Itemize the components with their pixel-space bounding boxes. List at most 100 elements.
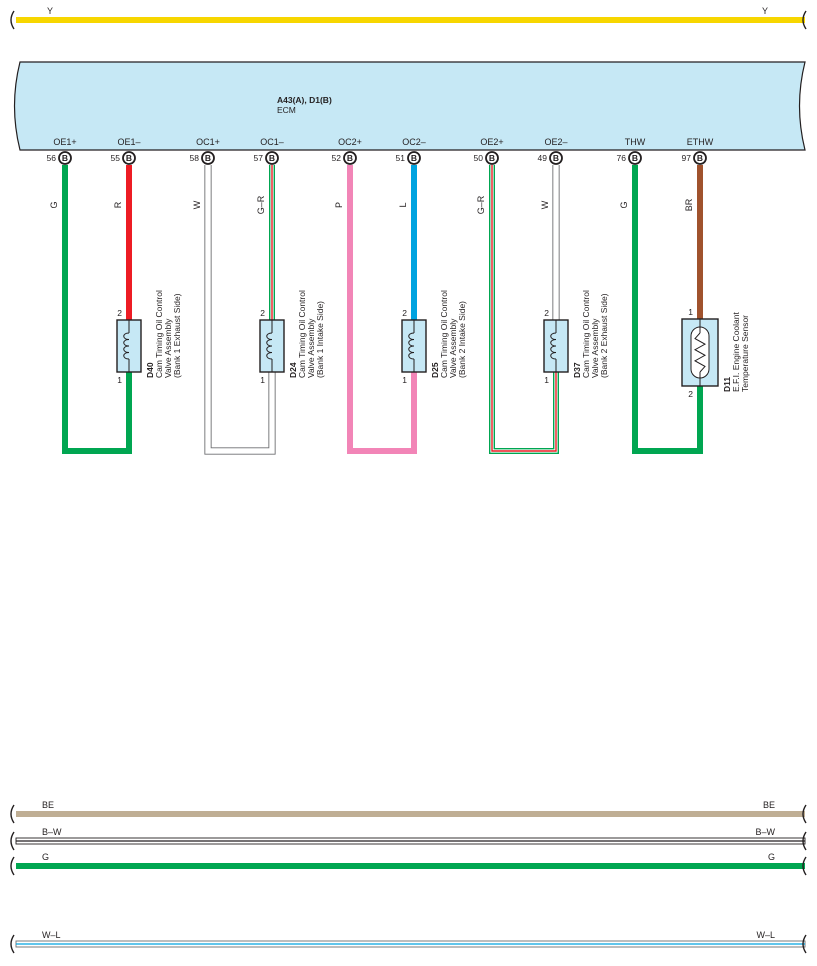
wire-code-label: BR bbox=[684, 198, 694, 211]
terminal-connector-label: B bbox=[269, 153, 275, 163]
terminal-connector-icon bbox=[549, 151, 563, 165]
wire-code-label: W bbox=[540, 200, 550, 209]
bus-label-right: B–W bbox=[755, 827, 775, 837]
terminal-connector-label: B bbox=[62, 153, 68, 163]
component-pin-top: 2 bbox=[117, 308, 122, 318]
break-mark-left bbox=[10, 804, 15, 824]
wire-code-label: G–R bbox=[256, 195, 266, 214]
terminal-connector-icon bbox=[343, 151, 357, 165]
terminal-pin: 55 bbox=[111, 153, 121, 163]
terminal-pin: 58 bbox=[190, 153, 200, 163]
terminal-name: OE2– bbox=[544, 137, 567, 147]
terminal-name: THW bbox=[625, 137, 646, 147]
ecm-body bbox=[13, 61, 806, 151]
terminal-pin: 97 bbox=[682, 153, 692, 163]
ecm-terminal: OC1– 57 B bbox=[254, 137, 284, 165]
terminal-name: OE2+ bbox=[480, 137, 503, 147]
coil-icon bbox=[408, 332, 415, 360]
terminal-pin: 51 bbox=[396, 153, 406, 163]
component-desc-line: (Bank 1 Intake Side) bbox=[315, 301, 325, 378]
terminal-connector-icon bbox=[122, 151, 136, 165]
wire-8 bbox=[632, 165, 703, 454]
wire-code-label: L bbox=[398, 202, 408, 207]
ecm-title: A43(A), D1(B) bbox=[277, 95, 332, 105]
bus-b–w: B–W B–W bbox=[10, 827, 807, 851]
top-bus-wire bbox=[16, 17, 805, 23]
terminal-connector-label: B bbox=[126, 153, 132, 163]
ecm-box: A43(A), D1(B) ECM bbox=[13, 61, 806, 151]
component-desc-line: Temperature Sensor bbox=[740, 315, 750, 392]
component-id: D40 bbox=[145, 362, 155, 378]
component-pin-bottom: 1 bbox=[402, 375, 407, 385]
terminal-connector-label: B bbox=[553, 153, 559, 163]
wire-6-stripe bbox=[491, 165, 557, 452]
terminal-connector-icon bbox=[407, 151, 421, 165]
wire-code-label: W bbox=[192, 200, 202, 209]
component-desc-line: (Bank 2 Intake Side) bbox=[457, 301, 467, 378]
bus-wire bbox=[16, 811, 805, 817]
wire-code-label: G–R bbox=[476, 195, 486, 214]
terminal-connector-label: B bbox=[411, 153, 417, 163]
wire-2 bbox=[205, 165, 275, 454]
bus-label-left: B–W bbox=[42, 827, 62, 837]
resistor-icon bbox=[693, 332, 707, 373]
terminal-connector-label: B bbox=[632, 153, 638, 163]
terminal-connector-icon bbox=[485, 151, 499, 165]
component-pin-bottom: 1 bbox=[544, 375, 549, 385]
break-mark-left bbox=[10, 934, 15, 954]
wire-code-label: P bbox=[334, 202, 344, 208]
bus-label-right: W–L bbox=[756, 930, 775, 940]
terminal-name: OC1– bbox=[260, 137, 284, 147]
component-pin-top: 2 bbox=[544, 308, 549, 318]
component-desc-line: Valve Assembly bbox=[590, 318, 600, 378]
wire-code-label: R bbox=[113, 201, 123, 208]
terminal-connector-icon bbox=[265, 151, 279, 165]
terminal-pin: 56 bbox=[47, 153, 57, 163]
component-desc-line: Cam Timing Oil Control bbox=[439, 290, 449, 378]
terminal-pin: 57 bbox=[254, 153, 264, 163]
coil-icon bbox=[123, 332, 130, 360]
break-mark-right bbox=[802, 10, 807, 30]
terminal-name: OE1– bbox=[117, 137, 140, 147]
component-pin-bottom: 1 bbox=[260, 375, 265, 385]
component-desc-line: Cam Timing Oil Control bbox=[297, 290, 307, 378]
component-id: D37 bbox=[572, 362, 582, 378]
bus-label-right: G bbox=[768, 852, 775, 862]
terminal-connector-label: B bbox=[697, 153, 703, 163]
terminal-name: OE1+ bbox=[53, 137, 76, 147]
terminal-connector-icon bbox=[58, 151, 72, 165]
bus-label-left: W–L bbox=[42, 930, 61, 940]
terminal-connector-label: B bbox=[205, 153, 211, 163]
top-bus: Y Y bbox=[10, 6, 807, 30]
bus-label-left: BE bbox=[42, 800, 54, 810]
terminal-connector-icon bbox=[201, 151, 215, 165]
component-pin-top: 2 bbox=[260, 308, 265, 318]
terminal-name: OC2+ bbox=[338, 137, 362, 147]
component-id: D11 bbox=[722, 377, 732, 392]
terminal-connector-icon bbox=[628, 151, 642, 165]
break-mark-left bbox=[10, 831, 15, 851]
component-id: D24 bbox=[288, 362, 298, 378]
coil-icon bbox=[550, 332, 557, 360]
wire-0 bbox=[62, 165, 132, 454]
wire-code-label: G bbox=[49, 201, 59, 208]
break-mark-right bbox=[802, 856, 807, 876]
